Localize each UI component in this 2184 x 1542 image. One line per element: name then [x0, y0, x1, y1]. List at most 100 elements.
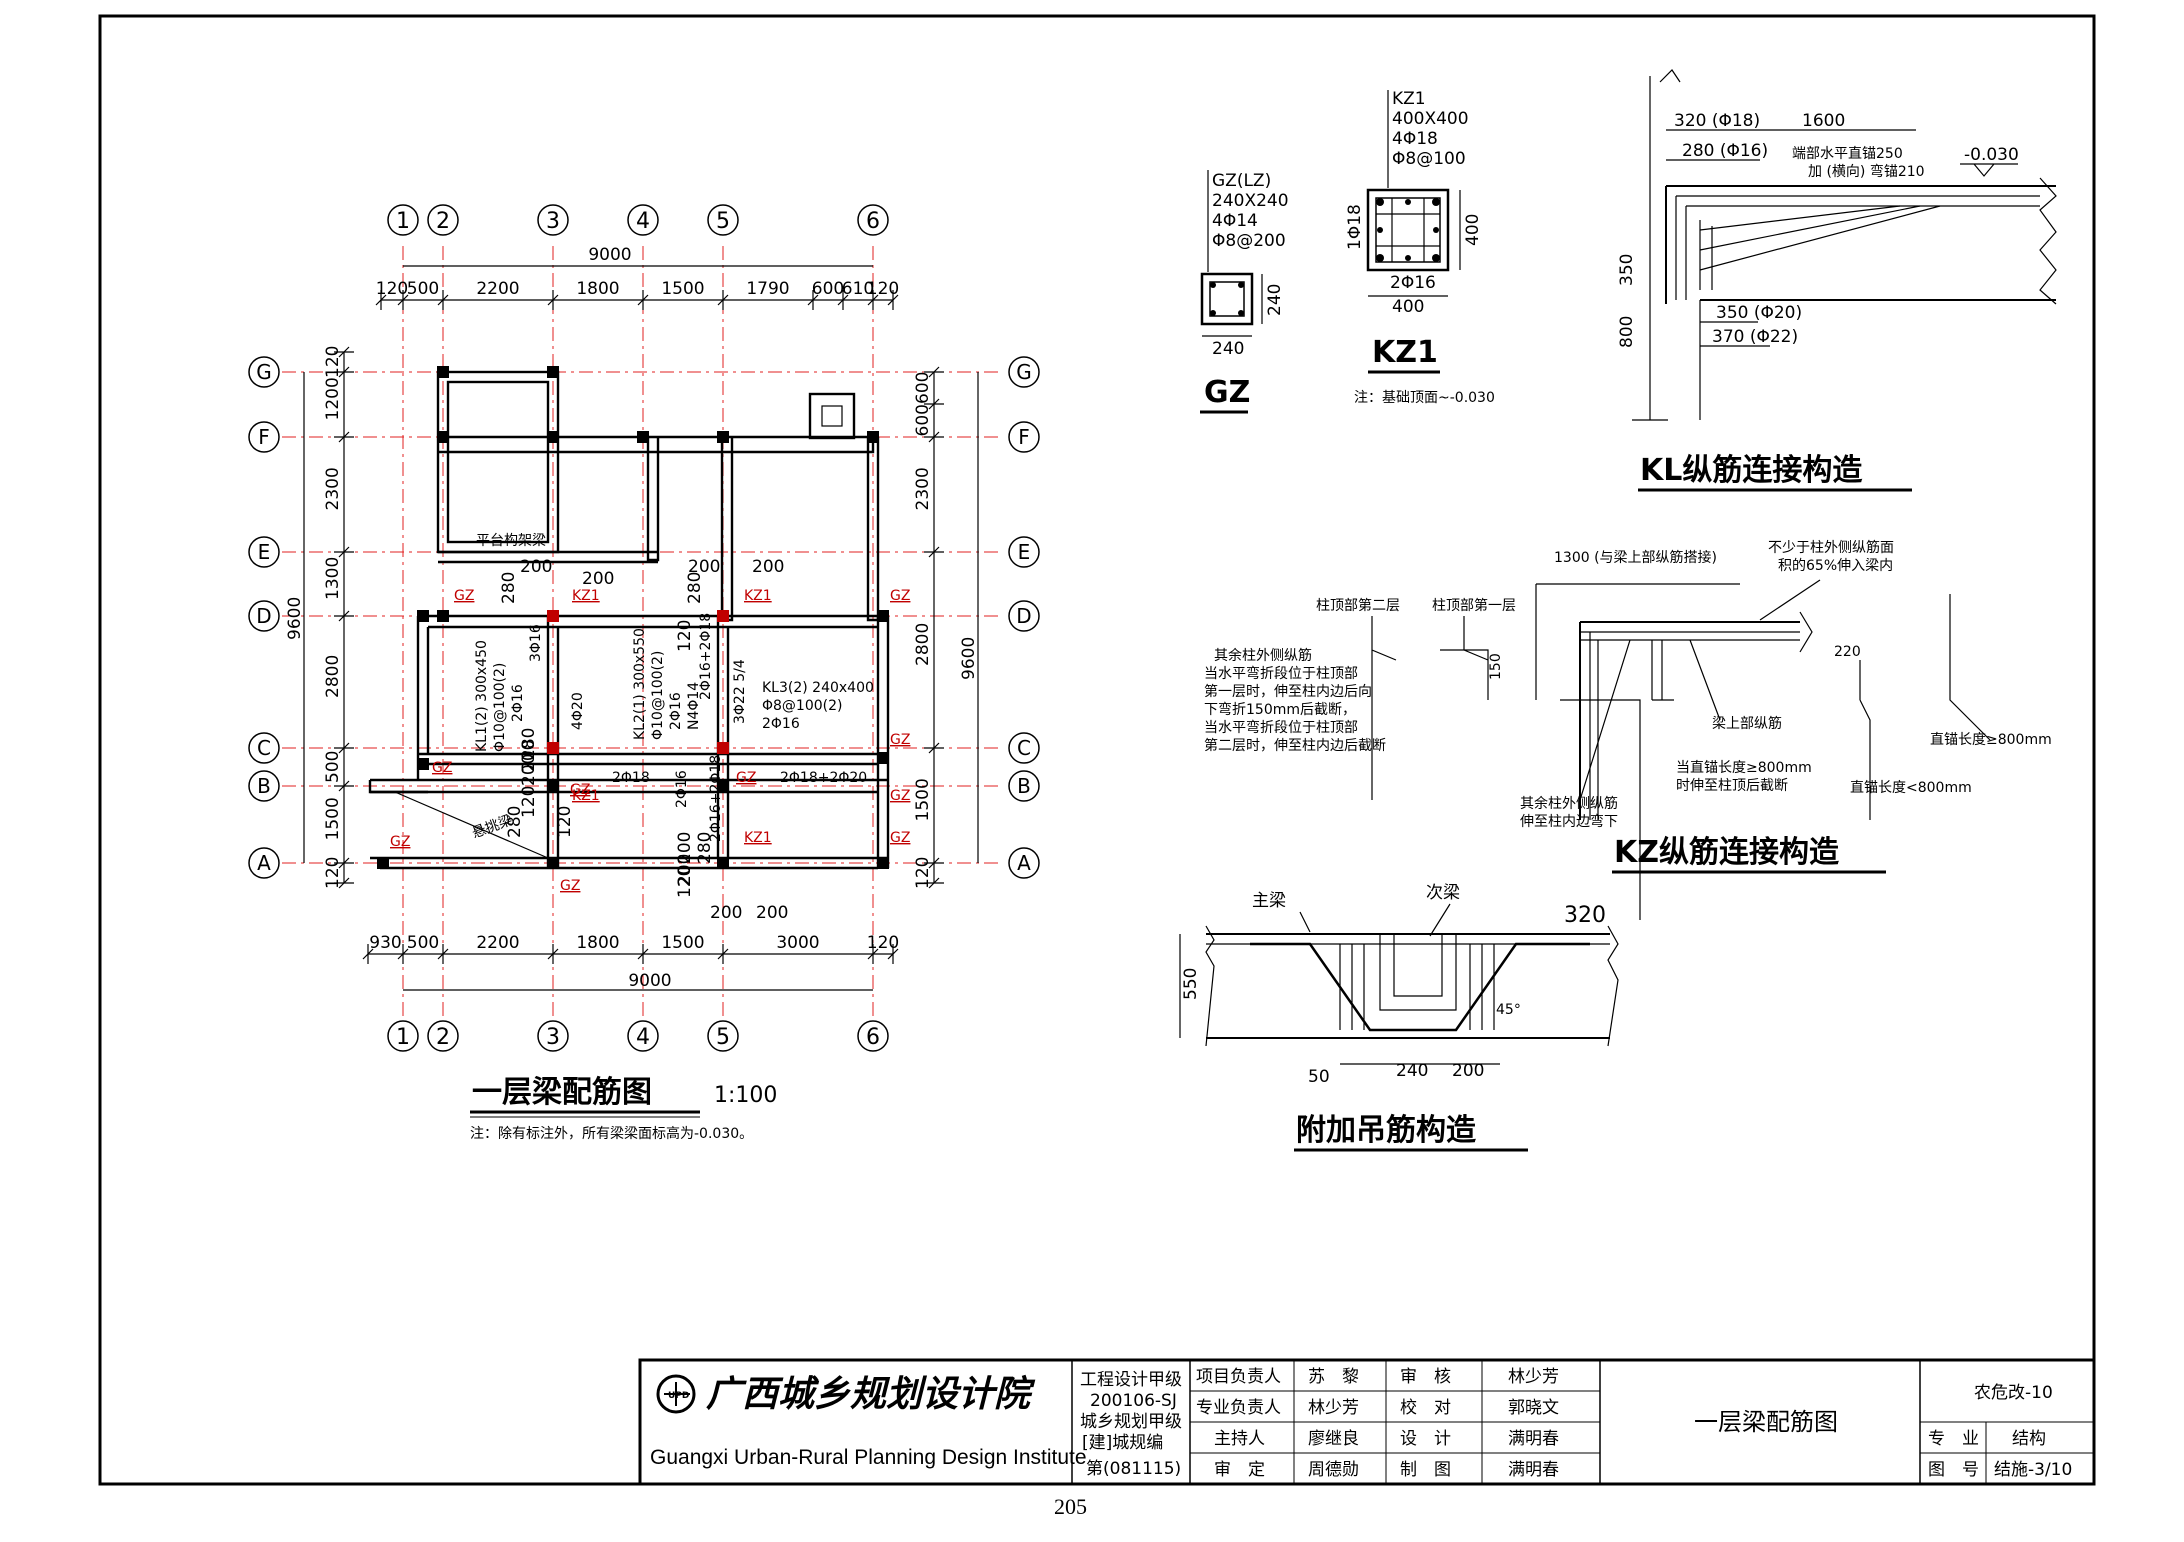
svg-text:1: 1	[396, 1025, 410, 1050]
left-dim-4: 2800	[323, 655, 343, 698]
hanger-detail: 主梁 次梁 320 550 45° 50 240 200 附加吊筋构造	[1179, 883, 1619, 1152]
kz1-title: KZ1	[1372, 335, 1438, 370]
col-tag-7: GZ	[570, 782, 590, 798]
kl-detail-title: KL纵筋连接构造	[1640, 453, 1862, 488]
gz-dim-w: 240	[1212, 339, 1244, 359]
kl-detail: 320 (Φ18) 1600 280 (Φ16) 端部水平直锚250 加 (横向…	[1617, 69, 2057, 492]
axis-bubble-F-right: F	[1008, 421, 1040, 453]
offset-18: 200	[675, 854, 695, 886]
svg-text:D: D	[1016, 604, 1031, 628]
name2-1: 林少芳	[1508, 1367, 1559, 1387]
plan-note: 注：除有标注外，所有梁梁面标高为-0.030。	[470, 1125, 753, 1142]
gz-spec-1: GZ(LZ)	[1212, 171, 1271, 191]
left-dim-0: 120	[323, 346, 343, 378]
name1-4: 周德勋	[1308, 1460, 1359, 1480]
svg-text:3: 3	[546, 209, 560, 234]
cert-5: 第(081115)	[1086, 1459, 1181, 1479]
axis-bubble-A-right: A	[1008, 847, 1040, 879]
kz-note-1: 柱顶部第一层	[1432, 597, 1516, 614]
offset-11: 200	[710, 903, 742, 923]
svg-text:5: 5	[716, 1025, 730, 1050]
kl-dim-370-22: 370 (Φ22)	[1712, 327, 1798, 347]
role-4: 审 定	[1214, 1460, 1265, 1480]
column-mark	[637, 431, 649, 443]
axis-bubble-B-right: B	[1008, 770, 1040, 802]
kl3-label-2: Φ8@100(2)	[762, 698, 842, 714]
kz-note-15: 伸至柱内边弯下	[1520, 813, 1618, 830]
offset-3: 200	[752, 557, 784, 577]
top-dim-7: 610	[842, 279, 874, 299]
svg-text:G: G	[256, 360, 272, 384]
svg-text:G: G	[1016, 360, 1032, 384]
number-label: 图 号	[1928, 1460, 1979, 1480]
svg-text:B: B	[257, 774, 271, 798]
col-tag-9: GZ	[390, 834, 410, 850]
bottom-dim-4: 1500	[661, 933, 704, 953]
col-tag-13: GZ	[890, 788, 910, 804]
kl3-label-1: KL3(2) 240x400	[762, 680, 874, 696]
kz1-section: KZ1 400X400 4Φ18 Φ8@100 1Φ18 2Φ16 400 40…	[1345, 89, 1495, 406]
kl-dim-800: 800	[1617, 316, 1637, 348]
hanger-title: 附加吊筋构造	[1296, 1113, 1476, 1148]
name1-3: 廖继良	[1308, 1429, 1359, 1449]
top-dim-6: 600	[812, 279, 844, 299]
hanger-angle: 45°	[1496, 1002, 1521, 1018]
offset-5: 280	[685, 572, 705, 604]
axis-bubble-3-bottom: 3	[537, 1020, 569, 1052]
svg-text:4: 4	[636, 209, 650, 234]
gz-title: GZ	[1204, 375, 1250, 410]
offset-14: 120	[675, 866, 695, 898]
right-dim-0: 600	[913, 372, 933, 404]
bottom-dim-2: 2200	[476, 933, 519, 953]
svg-text:1: 1	[396, 209, 410, 234]
axis-bubble-E-left: E	[248, 536, 280, 568]
axis-bubble-G-right: G	[1008, 356, 1040, 388]
hanger-main-beam: 主梁	[1252, 891, 1286, 911]
axis-bubble-6-bottom: 6	[857, 1020, 889, 1052]
company-name-cn: 广西城乡规划设计院	[706, 1373, 1036, 1415]
kz-dim-220: 220	[1834, 644, 1861, 660]
svg-text:5: 5	[716, 209, 730, 234]
kz-note-6: 当水平弯折段位于柱顶部	[1204, 665, 1358, 682]
column-mark	[877, 752, 889, 764]
kz-note-9: 当水平弯折段位于柱顶部	[1204, 719, 1358, 736]
kl-note-2: 加 (横向) 弯锚210	[1808, 163, 1925, 180]
kz1-spec-3: 4Φ18	[1392, 129, 1438, 149]
column-mark	[417, 758, 429, 770]
gz-spec-3: 4Φ14	[1212, 211, 1258, 231]
column-mark	[437, 610, 449, 622]
kl-dim-350-20: 350 (Φ20)	[1716, 303, 1802, 323]
hanger-dim-240: 240	[1396, 1061, 1428, 1081]
axis-bubble-C-left: C	[248, 732, 280, 764]
axis-bubble-4-top: 4	[627, 204, 659, 236]
bottom-dim-6: 120	[867, 933, 899, 953]
top-dim-1: 500	[407, 279, 439, 299]
bar-label-2d16-2d18: 2Φ16+2Φ18	[698, 613, 714, 700]
svg-text:B: B	[1017, 774, 1031, 798]
axis-bubble-1-top: 1	[387, 204, 419, 236]
column-mark	[717, 780, 729, 792]
column-mark	[437, 366, 449, 378]
hanger-dim-550: 550	[1181, 968, 1201, 1000]
axis-bubble-3-top: 3	[537, 204, 569, 236]
column-mark	[417, 610, 429, 622]
axis-bubble-G-left: G	[248, 356, 280, 388]
bar-label-2d16-2d18-b: 2Φ16+2Φ18	[708, 755, 724, 842]
axis-bubble-E-right: E	[1008, 536, 1040, 568]
sheet-border	[98, 14, 2096, 1486]
page-number: 205	[1054, 1494, 1087, 1519]
kz-note-17: 直锚长度≥800mm	[1930, 731, 2052, 748]
top-dim-2: 2200	[476, 279, 519, 299]
cert-3: 城乡规划甲级	[1080, 1412, 1182, 1432]
kl-dim-2: 1600	[1802, 111, 1845, 131]
kl-elev: -0.030	[1964, 145, 2019, 165]
kl1-label-2: Φ10@100(2)	[492, 663, 508, 752]
left-dim-5: 500	[323, 751, 343, 783]
right-dim-5: 120	[913, 857, 933, 889]
axis-bubble-F-left: F	[248, 421, 280, 453]
bar-label-4d20: 4Φ20	[570, 692, 586, 730]
svg-text:E: E	[258, 540, 271, 564]
kz1-spec-1: KZ1	[1392, 89, 1426, 109]
